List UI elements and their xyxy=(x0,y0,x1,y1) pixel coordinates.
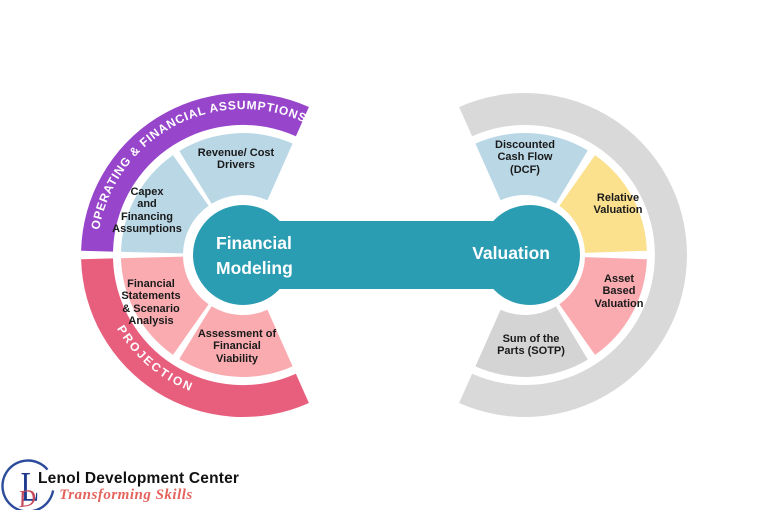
logo-letter-d: D xyxy=(16,485,38,510)
label-revenue-cost-drivers: Revenue/ Cost Drivers xyxy=(197,147,275,172)
segment-asset-based-valuation xyxy=(559,257,647,355)
label-financial-statements-scenario: Financial Statements & Scenario Analysis xyxy=(121,278,181,327)
segment-sum-of-the-parts xyxy=(475,306,588,377)
logo-circle xyxy=(1,459,55,510)
logo-mark: L D xyxy=(1,459,55,510)
hub-bar xyxy=(205,221,560,289)
segment-capex-financing-assumptions xyxy=(121,155,209,254)
arc-valuation-ring xyxy=(459,93,687,418)
segment-financial-statements-scenario xyxy=(121,256,209,355)
hub-dumbbell xyxy=(193,205,580,305)
logo-letter-l: L xyxy=(21,463,39,510)
arc-projection xyxy=(81,258,309,417)
arc-operating-assumptions xyxy=(81,93,309,252)
hub-circle-valuation xyxy=(480,205,580,305)
hub-label-valuation: Valuation xyxy=(472,243,550,263)
org-name: Lenol Development Center xyxy=(38,470,240,487)
label-assessment-financial-viability: Assessment of Financial Viability xyxy=(197,328,277,365)
label-sum-of-the-parts: Sum of the Parts (SOTP) xyxy=(497,333,565,358)
segment-assessment-financial-viability xyxy=(179,306,293,377)
label-asset-based-valuation: Asset Based Valuation xyxy=(594,273,644,310)
label-relative-valuation: Relative Valuation xyxy=(593,192,643,217)
org-tagline: Transforming Skills xyxy=(59,487,193,503)
segment-revenue-cost-drivers xyxy=(179,133,293,204)
label-discounted-cash-flow: Discounted Cash Flow (DCF) xyxy=(495,139,555,176)
segment-discounted-cash-flow xyxy=(475,133,588,204)
label-capex-financing-assumptions: Capex and Financing Assumptions xyxy=(112,186,182,235)
segment-relative-valuation xyxy=(559,155,647,253)
hub-label-financial-modeling: Financial Modeling xyxy=(216,233,293,279)
hub-circle-financial-modeling xyxy=(193,205,293,305)
